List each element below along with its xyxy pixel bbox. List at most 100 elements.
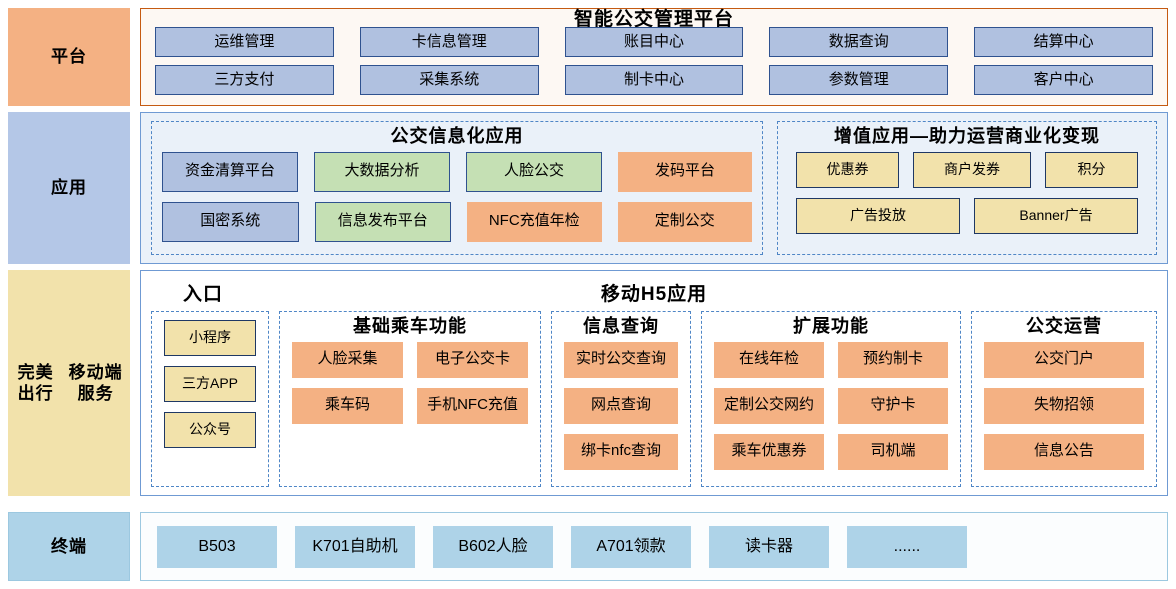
column-title: 公交运营 (1026, 316, 1102, 336)
chip-item[interactable]: 乘车优惠券 (714, 433, 824, 470)
chip-item[interactable]: 三方APP (164, 366, 256, 402)
row-terminal: 终端 B503 K701自助机 B602人脸 A701领款读卡器...... (8, 512, 1168, 581)
row-label-mobile-line2: 移动端服务 (68, 362, 123, 403)
column-body: 实时公交查询网点查询绑卡nfc查询 (552, 341, 690, 470)
chip-item[interactable]: 定制公交 (617, 201, 752, 242)
column-extended: 扩展功能在线年检预约制卡定制公交网约守护卡乘车优惠券司机端 (701, 311, 961, 487)
chip-item[interactable]: 广告投放 (796, 197, 960, 234)
column-row: 三方APP (164, 366, 256, 402)
column-bus-operation: 公交运营公交门户失物招领信息公告 (971, 311, 1157, 487)
column-row: 人脸采集电子公交卡 (292, 341, 528, 378)
platform-module[interactable]: 结算中心 (974, 27, 1153, 57)
column-row: 公交门户 (984, 341, 1144, 378)
column-row: 信息公告 (984, 433, 1144, 470)
row-application: 应用 公交信息化应用 资金清算平台大数据分析人脸公交发码平台国密系统信息发布平台… (8, 112, 1168, 264)
platform-module[interactable]: 数据查询 (769, 27, 949, 57)
platform-module[interactable]: 制卡中心 (564, 65, 744, 95)
chip-item[interactable]: 手机NFC充值 (417, 387, 528, 424)
application-row: 优惠券商户发券积分 (788, 151, 1146, 188)
chip-item[interactable]: 在线年检 (714, 341, 824, 378)
chip-item[interactable]: 绑卡nfc查询 (564, 433, 678, 470)
group-title-bus-informatization: 公交信息化应用 (390, 126, 524, 146)
row-label-application: 应用 (8, 112, 130, 264)
chip-item[interactable]: 大数据分析 (314, 151, 450, 192)
platform-module[interactable]: 三方支付 (155, 65, 334, 95)
application-row: 广告投放 Banner广告 (788, 197, 1146, 234)
chip-item[interactable]: 司机端 (838, 433, 948, 470)
chip-item[interactable]: 信息发布平台 (314, 201, 451, 242)
chip-item[interactable]: 小程序 (164, 320, 256, 356)
row-mobile-service: 完美出行 移动端服务 入口 移动H5应用 小程序三方APP 公众号 基础乘车功能人… (8, 270, 1168, 496)
chip-item[interactable]: 实时公交查询 (564, 341, 678, 378)
chip-item[interactable]: 信息公告 (984, 433, 1144, 470)
platform-module[interactable]: 账目中心 (564, 27, 744, 57)
platform-chip-grid: 运维管理卡信息管理账目中心数据查询结算中心三方支付采集系统制卡中心参数管理客户中… (155, 27, 1153, 95)
platform-module[interactable]: 运维管理 (155, 27, 334, 57)
platform-module[interactable]: 参数管理 (769, 65, 949, 95)
row-platform: 平台 智能公交管理平台 运维管理卡信息管理账目中心数据查询结算中心三方支付采集系… (8, 8, 1168, 106)
chip-item[interactable]: 人脸采集 (292, 341, 403, 378)
chip-item[interactable]: 电子公交卡 (417, 341, 528, 378)
entry-title: 入口 (183, 284, 224, 305)
column-body: 人脸采集电子公交卡乘车码手机NFC充值 (280, 341, 540, 424)
application-row: 国密系统信息发布平台 NFC充值年检定制公交 (162, 201, 752, 242)
platform-module[interactable]: 卡信息管理 (359, 27, 539, 57)
platform-panel: 智能公交管理平台 运维管理卡信息管理账目中心数据查询结算中心三方支付采集系统制卡… (140, 8, 1168, 106)
column-body: 在线年检预约制卡定制公交网约守护卡乘车优惠券司机端 (702, 341, 960, 470)
chip-item[interactable]: 公交门户 (984, 341, 1144, 378)
column-info-query: 信息查询实时公交查询网点查询绑卡nfc查询 (551, 311, 691, 487)
column-title: 扩展功能 (793, 316, 869, 336)
platform-module[interactable]: 客户中心 (974, 65, 1153, 95)
platform-title: 智能公交管理平台 (573, 9, 734, 30)
terminal-device[interactable]: B602人脸 (433, 525, 553, 568)
terminal-panel: B503 K701自助机 B602人脸 A701领款读卡器...... (140, 512, 1168, 581)
column-title: 信息查询 (583, 316, 659, 336)
column-row: 网点查询 (564, 387, 678, 424)
chip-item[interactable]: 乘车码 (292, 387, 403, 424)
chip-item[interactable]: 优惠券 (796, 151, 899, 188)
chip-item[interactable]: 预约制卡 (838, 341, 948, 378)
terminal-device[interactable]: 读卡器 (709, 525, 829, 568)
mobile-h5-title: 移动H5应用 (600, 284, 708, 305)
column-body: 小程序三方APP 公众号 (152, 320, 268, 448)
row-label-terminal: 终端 (8, 512, 130, 581)
column-title: 基础乘车功能 (353, 316, 467, 336)
chip-item[interactable]: 商户发券 (912, 151, 1032, 188)
column-row: 失物招领 (984, 387, 1144, 424)
platform-row: 运维管理卡信息管理账目中心数据查询结算中心 (155, 27, 1153, 57)
chip-item[interactable]: 定制公交网约 (714, 387, 824, 424)
terminal-device[interactable]: K701自助机 (295, 525, 415, 568)
column-row: 定制公交网约守护卡 (714, 387, 948, 424)
chip-item[interactable]: 积分 (1045, 151, 1138, 188)
chip-item[interactable]: 守护卡 (838, 387, 948, 424)
row-label-mobile-service: 完美出行 移动端服务 (8, 270, 130, 496)
terminal-device[interactable]: A701领款 (571, 525, 691, 568)
application-row: 资金清算平台大数据分析人脸公交发码平台 (162, 151, 752, 192)
chip-item[interactable]: 资金清算平台 (162, 151, 298, 192)
column-row: 在线年检预约制卡 (714, 341, 948, 378)
chip-item[interactable]: 网点查询 (564, 387, 678, 424)
column-row: 小程序 (164, 320, 256, 356)
chip-item[interactable]: NFC充值年检 (467, 201, 602, 242)
chip-item[interactable]: 失物招领 (984, 387, 1144, 424)
column-body: 公交门户失物招领信息公告 (972, 341, 1156, 470)
column-row: 绑卡nfc查询 (564, 433, 678, 470)
row-label-mobile-line1: 完美出行 (17, 362, 54, 403)
column-basic-ride: 基础乘车功能人脸采集电子公交卡乘车码手机NFC充值 (279, 311, 541, 487)
chip-item[interactable]: 国密系统 (162, 201, 299, 242)
platform-module[interactable]: 采集系统 (359, 65, 539, 95)
terminal-device[interactable]: ...... (847, 525, 967, 568)
column-entry: 小程序三方APP 公众号 (151, 311, 269, 487)
chip-item[interactable]: 人脸公交 (466, 151, 602, 192)
chip-item[interactable]: 公众号 (164, 412, 256, 448)
terminal-device[interactable]: B503 (157, 525, 277, 568)
column-row: 乘车优惠券司机端 (714, 433, 948, 470)
chip-item[interactable]: Banner广告 (974, 197, 1138, 234)
chip-item[interactable]: 发码平台 (618, 151, 752, 192)
column-row: 乘车码手机NFC充值 (292, 387, 528, 424)
